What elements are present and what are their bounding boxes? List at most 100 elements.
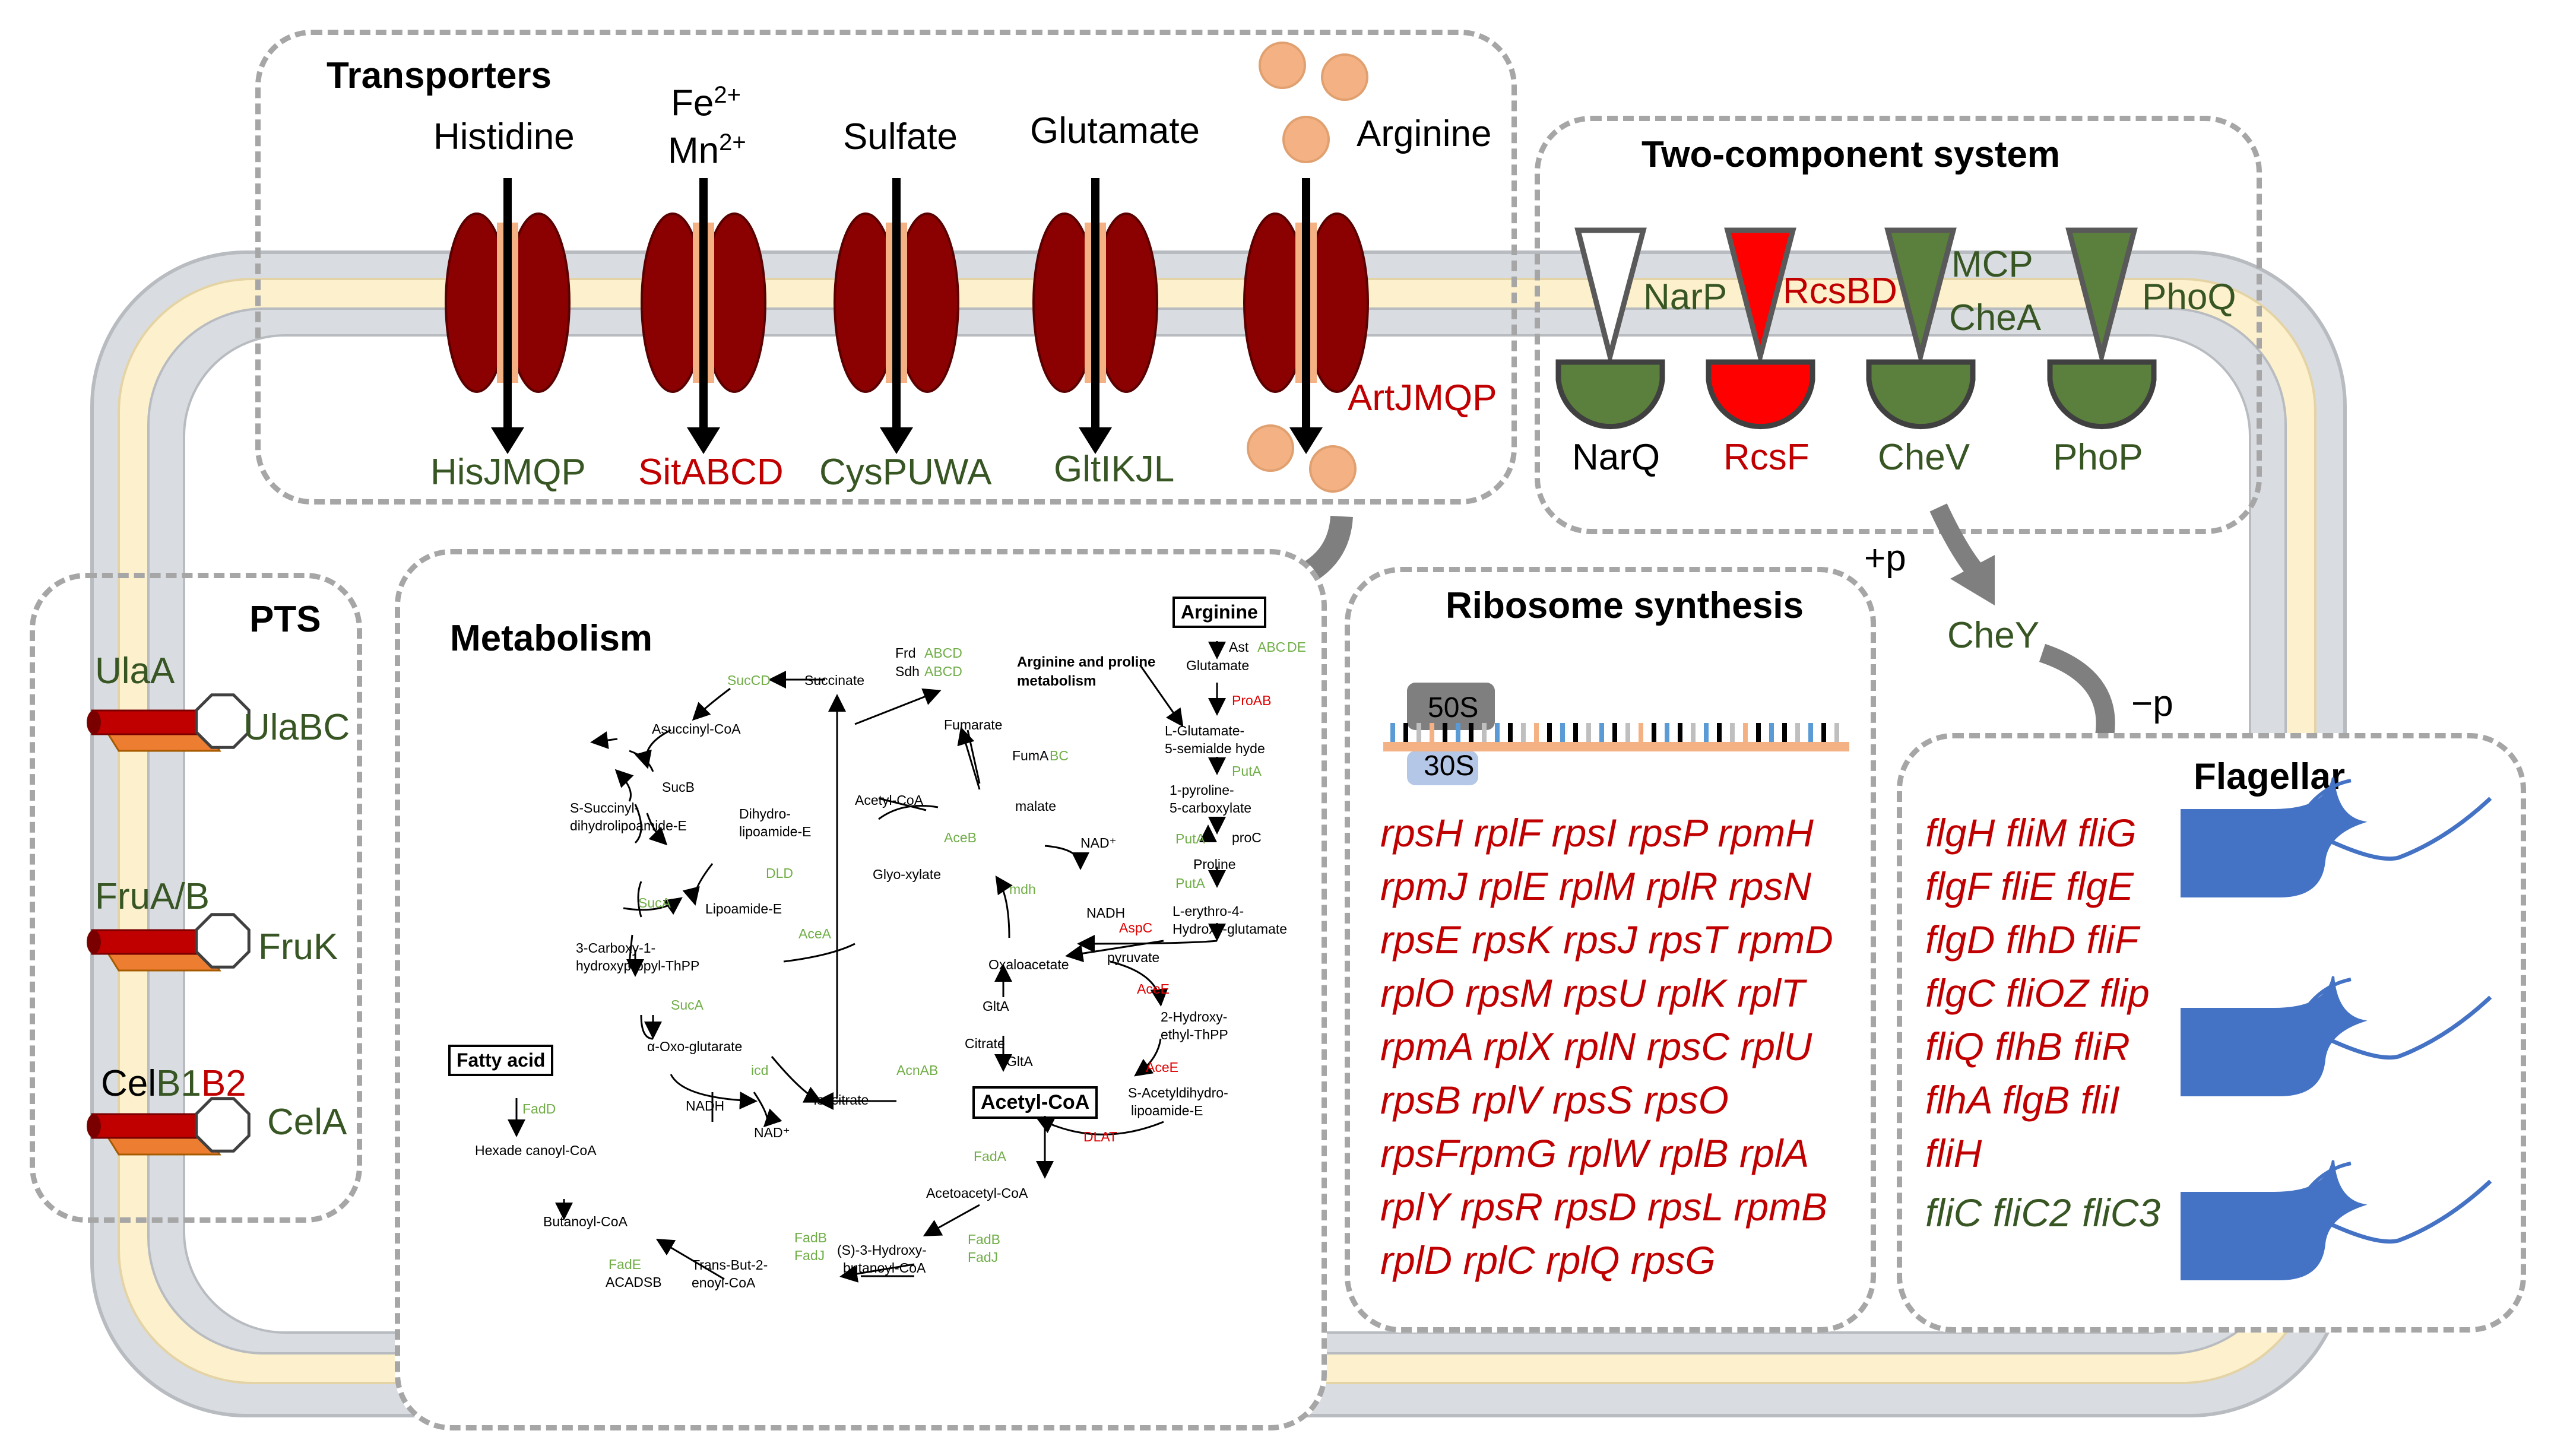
metabolite-isocitrate: Isocitrate (813, 1092, 869, 1108)
tca-arrow (753, 1092, 782, 1128)
metabolite-astA: Ast (1229, 639, 1249, 655)
mcp-chea-sensor-icon (1884, 227, 1957, 367)
metabolite-pyruvate: pyruvate (1107, 950, 1160, 965)
arginine-arrow (1077, 934, 1218, 953)
metabolite-acetoacetyl: Acetoacetyl-CoA (926, 1185, 1028, 1201)
ribosome-30s-label: 30S (1424, 750, 1475, 782)
mrna-codon (1456, 723, 1460, 742)
two-component-box (1535, 116, 2262, 534)
mrna-codon (1691, 723, 1696, 742)
tca-arrow (623, 897, 683, 915)
ribosome-gene-line: rpsE rpsK rpsJ rpsT rpmD (1380, 918, 1833, 962)
label-rcsf: RcsF (1723, 437, 1810, 478)
minus-p-label: −p (2131, 683, 2173, 724)
pts-title: PTS (249, 599, 321, 640)
metabolite-lery: L-erythro-4- (1172, 903, 1244, 919)
mrna-codon (1599, 723, 1604, 742)
rcsf-regulator-icon (1706, 359, 1815, 430)
tca-arrow (839, 1263, 915, 1283)
metabolite-hydroxyethyl2: ethyl-ThPP (1161, 1027, 1228, 1042)
narp-sensor-icon (1574, 227, 1647, 367)
mrna-codon (1390, 723, 1395, 742)
mrna-codon (1495, 723, 1500, 742)
metabolite-hydroxybut: (S)-3-Hydroxy- (837, 1242, 927, 1258)
mrna-codon (1612, 723, 1617, 742)
metabolite-transbut2: enoyl-CoA (692, 1275, 756, 1290)
phoq-sensor-icon (2065, 227, 2138, 367)
flagellar-gene-line: flgD flhD fliF (1925, 918, 2139, 962)
mrna-codon (1625, 723, 1630, 742)
metabolism-box (395, 549, 1327, 1430)
label-phoq: PhoQ (2142, 277, 2236, 318)
metabolite-dld: DLD (766, 865, 794, 881)
transporters-box (255, 30, 1517, 505)
transporter-channel-icon (1032, 178, 1158, 454)
mrna-codon (1416, 723, 1421, 742)
mrna-codon (1639, 723, 1643, 742)
mrna-codon (1756, 723, 1761, 742)
metabolite-astC: DE (1287, 639, 1306, 655)
label-fruk: FruK (258, 927, 338, 968)
flagellar-gene-line: fliQ flhB fliR (1925, 1024, 2130, 1068)
metabolite-carboxy: 3-Carboxy-1- (576, 940, 656, 956)
tca-arrow (1035, 1117, 1164, 1135)
mrna-codon (1717, 723, 1722, 742)
mrna-codon (1821, 723, 1826, 742)
label-chev: CheV (1878, 437, 1970, 478)
metabolite-putA2: PutA (1175, 831, 1205, 846)
substrate-fe: Fe2+ (671, 82, 741, 124)
metabolite-nadh1: NADH (686, 1098, 725, 1114)
tca-arrow (854, 688, 942, 725)
metabolite-frd-a: Frd (895, 645, 916, 661)
metabolite-sacetyl2: lipoamide-E (1131, 1103, 1203, 1118)
mrna-strand (1383, 742, 1849, 751)
tca-arrow (646, 813, 668, 846)
label-cela: CelA (267, 1102, 347, 1143)
arginine-molecule (1309, 445, 1357, 493)
mrna-codon (1652, 723, 1656, 742)
metabolite-fadD: FadD (522, 1101, 556, 1116)
label-ulaa: UlaA (95, 651, 175, 691)
mrna-codon (1430, 723, 1434, 742)
metabolite-dlat: DLAT (1083, 1129, 1118, 1144)
mrna-codon (1573, 723, 1578, 742)
ribosome-30s-icon (1407, 751, 1478, 785)
metabolite-sacetyl: S-Acetyldihydro- (1128, 1085, 1228, 1100)
mrna-codon (1521, 723, 1526, 742)
tca-arrow (590, 731, 618, 749)
mrna-codon (1469, 723, 1473, 742)
flagellar-gene-line: flgF fliE flgE (1925, 864, 2134, 908)
metabolite-nadplus: NAD⁺ (1080, 835, 1117, 851)
transporter-channel-icon (445, 178, 571, 454)
metabolite-ssuccinyl: S-Succinyl- (570, 800, 639, 816)
metabolite-lglut: L-Glutamate- (1165, 723, 1245, 738)
metabolite-pyrroline: 1-pyroline- (1170, 782, 1234, 798)
metabolite-succinate: Succinate (804, 673, 865, 688)
ribosome-gene-line: rpsB rplV rpsS rpsO (1380, 1078, 1729, 1122)
two-component-title: Two-component system (1641, 134, 2061, 175)
tca-arrow (682, 863, 714, 906)
metabolite-acnAB: AcnAB (896, 1062, 939, 1078)
ribosome-50s-icon (1407, 683, 1495, 730)
pts-box (30, 573, 362, 1223)
metabolite-carboxy2: hydroxypropyl-ThPP (576, 958, 700, 973)
flagellar-title: Flagellar (2194, 756, 2345, 797)
mrna-codon (1704, 723, 1709, 742)
mrna-codon (1665, 723, 1669, 742)
metabolite-sucB: SucB (662, 779, 695, 795)
metabolite-putA3: PutA (1175, 875, 1205, 891)
tca-arrow (655, 1238, 725, 1280)
tca-arrow (634, 804, 642, 844)
metabolite-sdh-b: ABCD (924, 664, 962, 679)
metabolite-fadJ2: FadJ (968, 1249, 999, 1265)
metabolite-proline: Proline (1193, 857, 1236, 872)
ribosome-gene-line: rplO rpsM rpsU rplK rplT (1380, 971, 1805, 1015)
label-rcsbd: RcsBD (1783, 271, 1897, 312)
narq-regulator-icon (1555, 359, 1665, 430)
label-frua-b: FruA/B (95, 876, 210, 917)
metabolite-pyrroline2: 5-carboxylate (1170, 800, 1252, 816)
label-celb1b2: CelB1B2 (101, 1063, 246, 1104)
arginine-molecule (1247, 424, 1294, 472)
